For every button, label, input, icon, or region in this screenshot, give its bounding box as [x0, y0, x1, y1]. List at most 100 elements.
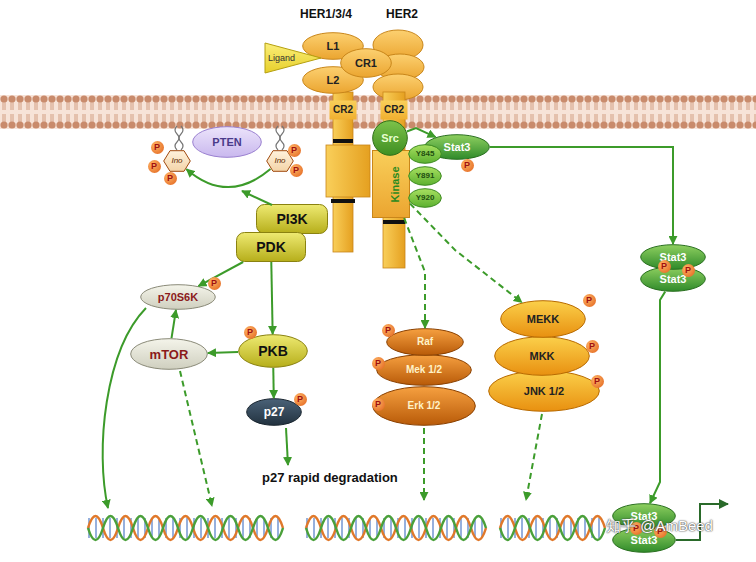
phospho-marker: P [294, 393, 307, 406]
kinase-circle: Src [372, 120, 408, 156]
dna-strand [500, 516, 605, 540]
node-shape [409, 189, 442, 208]
phospho-marker: P [658, 260, 671, 273]
node-shape [257, 205, 328, 234]
dashed-arrow [410, 204, 522, 303]
node-shape [164, 151, 191, 172]
node-text: Mek 1/2 [406, 365, 442, 375]
node-text: Ino [171, 157, 182, 165]
receptor-domain: CR2 [329, 100, 357, 120]
kinase-ellipse: mTOR [130, 338, 208, 370]
receptor-intracellular [326, 145, 370, 197]
signal-arrow [208, 351, 238, 354]
phospho-site: Y891 [408, 166, 442, 186]
node-shape [141, 285, 216, 310]
enzyme-box: PDK [236, 232, 306, 262]
domain-separator [331, 199, 355, 203]
diagram-label: HER1/3/4 [300, 8, 352, 20]
dashed-arrow [180, 371, 212, 506]
node-shape [381, 101, 408, 120]
node-text: mTOR [150, 348, 189, 361]
node-shape [373, 151, 410, 218]
protein-ellipse: Stat3 [640, 244, 706, 270]
node-shape [373, 387, 476, 426]
node-shape [641, 267, 706, 292]
node-shape [341, 49, 392, 78]
node-text: PDK [256, 240, 286, 254]
node-shape [377, 355, 472, 386]
node-text: Ino [274, 157, 285, 165]
signal-arrow [186, 169, 270, 187]
node-shape [409, 145, 442, 164]
node-shape [387, 329, 464, 356]
node-shape [265, 43, 321, 73]
kinase-ellipse: MKK [494, 336, 590, 376]
node-text: Y845 [416, 150, 435, 158]
node-text: p70S6K [158, 292, 198, 303]
node-text: Kinase [389, 166, 400, 202]
diagram-label: p27 rapid degradation [262, 471, 398, 484]
phospho-marker: P [461, 159, 474, 172]
node-text: MEKK [527, 314, 559, 325]
signal-arrow [172, 310, 176, 338]
cell-membrane [0, 95, 756, 129]
node-text: Y920 [416, 194, 435, 202]
dna-strand [88, 516, 283, 540]
node-text: p27 [264, 406, 285, 418]
node-shape [373, 121, 408, 156]
signal-arrow [407, 128, 436, 137]
node-text: JNK 1/2 [524, 386, 564, 397]
node-shape [495, 337, 590, 376]
dashed-arrow [526, 414, 542, 500]
node-shape [237, 233, 306, 262]
phospho-marker: P [382, 324, 395, 337]
signal-arrow [286, 428, 288, 465]
node-text: Stat3 [660, 274, 687, 285]
node-text: Stat3 [444, 142, 471, 153]
phospho-marker: P [164, 172, 177, 185]
kinase-ellipse: MEKK [500, 300, 586, 338]
phospho-marker: P [586, 340, 599, 353]
signal-arrow [271, 262, 272, 334]
phospho-marker: P [583, 294, 596, 307]
node-text: Y891 [416, 172, 435, 180]
node-shape [303, 67, 364, 94]
node-shape [641, 245, 706, 270]
node-shape [489, 371, 600, 412]
node-text: Ligand [268, 54, 295, 63]
node-text: PI3K [276, 212, 307, 226]
ligand-triangle: Ligand [264, 42, 322, 74]
enzyme-box: PI3K [256, 204, 328, 234]
kinase-domain: Kinase [372, 150, 410, 218]
kinase-ellipse: Mek 1/2 [376, 354, 472, 386]
signal-arrow [198, 262, 243, 286]
receptor-domain: CR1 [340, 48, 392, 78]
kinase-ellipse: PKB [238, 334, 308, 368]
node-text: CR2 [384, 105, 404, 115]
node-shape [330, 101, 357, 120]
node-shape [239, 335, 308, 368]
node-shape [501, 301, 586, 338]
signal-arrow [490, 147, 673, 244]
phospho-marker: P [208, 277, 221, 290]
phospho-marker: P [372, 357, 385, 370]
node-text: MKK [529, 351, 554, 362]
diagram-label: HER2 [386, 8, 418, 20]
phospho-marker: P [591, 375, 604, 388]
phospho-marker: P [682, 264, 695, 277]
dna-strand [306, 516, 486, 540]
kinase-ellipse: p70S6K [140, 284, 216, 310]
protein-ellipse: Stat3 [640, 266, 706, 292]
signal-arrow [650, 292, 665, 504]
dna-strand [500, 516, 605, 540]
phospho-site: Y845 [408, 144, 442, 164]
node-text: L2 [327, 75, 340, 86]
phospho-marker: P [148, 160, 161, 173]
phospho-site: Y920 [408, 188, 442, 208]
phosphatase-ellipse: PTEN [192, 126, 262, 158]
phospho-marker: P [288, 144, 301, 157]
node-shape [247, 399, 302, 426]
dna-strand [306, 516, 486, 540]
dna-strand [88, 516, 283, 540]
node-text: Stat3 [631, 535, 658, 546]
